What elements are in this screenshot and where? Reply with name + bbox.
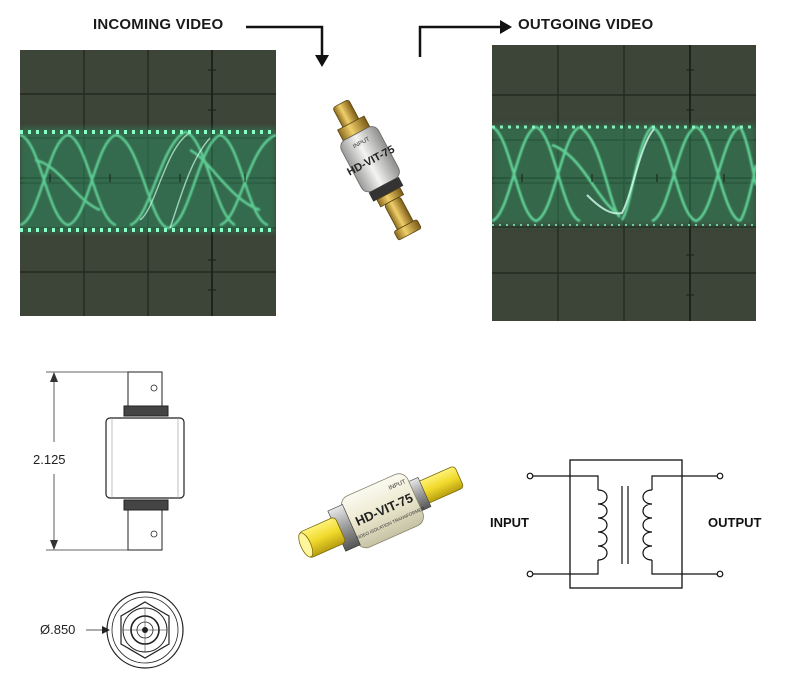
- transformer-schematic: [526, 459, 724, 589]
- incoming-oscilloscope: [20, 50, 276, 316]
- outgoing-arrow-icon: [418, 20, 512, 57]
- incoming-video-label: INCOMING VIDEO: [93, 16, 224, 33]
- bottom-transformer-product: HD-VIT-75 VIDEO ISOLATION TRANSFORMER IN…: [298, 466, 464, 558]
- outgoing-video-label: OUTGOING VIDEO: [518, 16, 654, 33]
- schematic-input-label: INPUT: [490, 515, 529, 530]
- length-dimension-label: 2.125: [33, 452, 66, 467]
- diameter-dimension-label: Ø.850: [40, 622, 76, 637]
- incoming-arrow-icon: [246, 25, 329, 67]
- diameter-leader-icon: [86, 626, 110, 634]
- top-transformer-product: INPUT HD-VIT-75: [333, 100, 422, 241]
- end-view-drawing: [106, 591, 184, 669]
- side-view-drawing: [46, 371, 185, 551]
- outgoing-oscilloscope: [492, 45, 756, 321]
- schematic-output-label: OUTPUT: [708, 515, 762, 530]
